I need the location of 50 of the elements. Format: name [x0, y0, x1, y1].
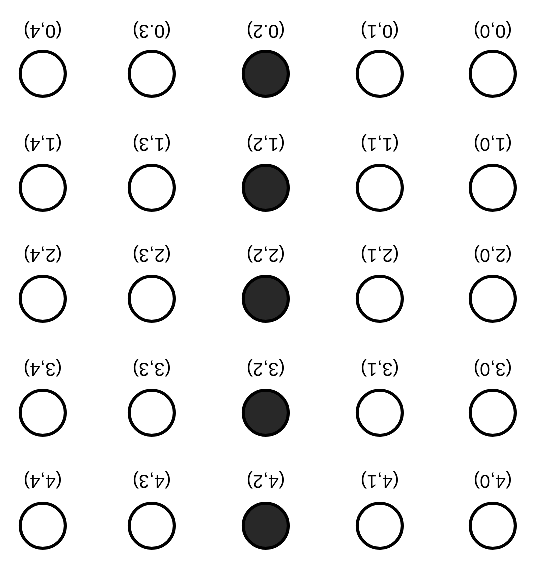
circle-marker [18, 164, 68, 212]
coordinate-label: (3,4) [24, 359, 62, 377]
coordinate-label: (1,3) [134, 134, 170, 152]
coordinate-label: (3,0) [474, 359, 512, 377]
circle-marker [18, 50, 68, 98]
coordinate-label: (3,1) [362, 359, 398, 377]
coordinate-label: (1,0) [474, 134, 512, 152]
filled-dot [242, 274, 290, 324]
coordinate-label: (2,3) [134, 245, 170, 263]
circle-marker [356, 388, 404, 438]
coordinate-label: (4,1) [362, 471, 398, 489]
circle-marker [468, 164, 518, 212]
circle-marker [356, 502, 404, 550]
coordinate-label: (0,0) [474, 21, 512, 39]
coordinate-label: (4,4) [24, 471, 62, 489]
circle-marker [468, 274, 518, 324]
coordinate-label: (4,0) [474, 471, 512, 489]
coordinate-label: (0.2) [248, 21, 284, 39]
circle-marker [356, 50, 404, 98]
filled-dot [242, 502, 290, 550]
circle-marker [18, 274, 68, 324]
coordinate-label: (0,1) [362, 21, 398, 39]
coordinate-label: (2,4) [24, 245, 62, 263]
filled-dot [242, 164, 290, 212]
circle-marker [468, 50, 518, 98]
circle-marker [356, 164, 404, 212]
coordinate-label: (2,0) [474, 245, 512, 263]
coordinate-label: (1,2) [248, 134, 284, 152]
filled-dot [242, 50, 290, 98]
coordinate-label: (3,3) [134, 359, 170, 377]
circle-marker [18, 502, 68, 550]
circle-marker [128, 274, 176, 324]
coordinate-label: (0.3) [134, 21, 170, 39]
circle-marker [18, 388, 68, 438]
coordinate-label: (3,2) [248, 359, 284, 377]
circle-marker [128, 164, 176, 212]
circle-marker [468, 388, 518, 438]
coordinate-label: (1,1) [362, 134, 398, 152]
coordinate-label: (2,2) [248, 245, 284, 263]
coordinate-label: (1,4) [24, 134, 62, 152]
circle-marker [128, 388, 176, 438]
circle-marker [128, 502, 176, 550]
circle-marker [356, 274, 404, 324]
coordinate-label: (4,2) [248, 471, 284, 489]
circle-marker [128, 50, 176, 98]
coordinate-label: (0,4) [24, 21, 62, 39]
filled-dot [242, 388, 290, 438]
circle-marker [468, 502, 518, 550]
coordinate-label: (4,3) [134, 471, 170, 489]
coordinate-label: (2,1) [362, 245, 398, 263]
